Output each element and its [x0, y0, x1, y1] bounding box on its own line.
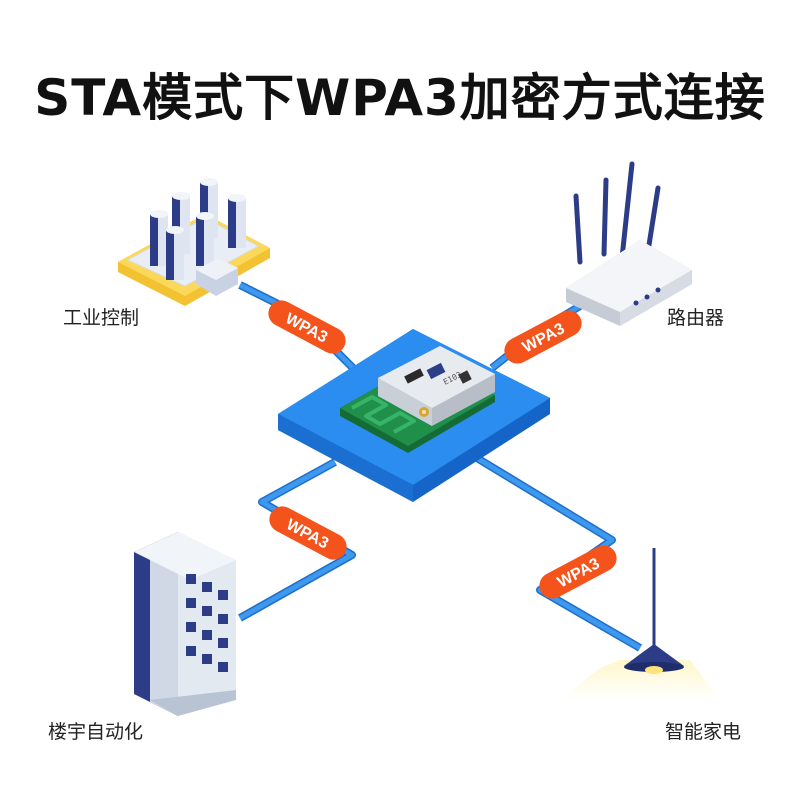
office-building-icon	[134, 532, 236, 716]
pendant-lamp-icon	[560, 548, 720, 700]
wpa3-badge-building: WPA3	[269, 506, 347, 560]
label-router: 路由器	[667, 307, 724, 329]
wpa3-badge-home: WPA3	[539, 545, 617, 599]
router-icon	[566, 161, 692, 326]
wpa3-badge-industrial: WPA3	[268, 300, 346, 354]
wpa3-badge-router: WPA3	[504, 310, 582, 364]
label-smart-home: 智能家电	[665, 721, 741, 743]
building-windows	[186, 574, 228, 672]
page-title: STA模式下WPA3加密方式连接	[34, 69, 766, 127]
label-industrial-control: 工业控制	[63, 307, 139, 329]
factory-silos	[150, 178, 246, 280]
factory-icon	[118, 178, 270, 306]
link-home	[469, 451, 643, 652]
wifi-module-icon: E103	[340, 346, 495, 453]
label-building-automation: 楼宇自动化	[48, 721, 143, 743]
